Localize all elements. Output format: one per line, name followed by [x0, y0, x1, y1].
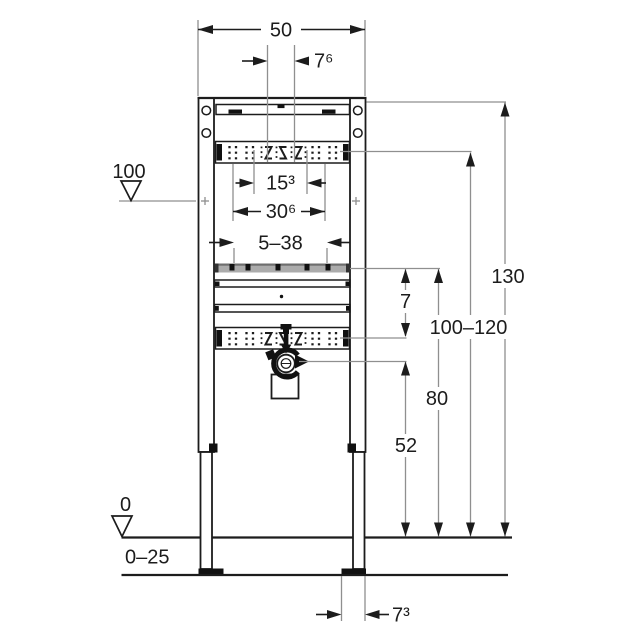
left-rail — [197, 97, 215, 453]
dim-connection-height: 52 — [390, 361, 422, 537]
left-foot — [198, 568, 224, 576]
dim-support-rail-height: 80 — [421, 269, 453, 537]
dim-adjustment-range: 5–38 — [209, 233, 350, 255]
level-marker-100: 100 — [112, 161, 146, 203]
left-leg — [199, 451, 213, 570]
upper-mounting-rail — [214, 140, 351, 164]
dim-hole-spacing-wide: 30⁶ — [233, 201, 325, 223]
right-leg — [352, 451, 366, 570]
mounting-frame — [197, 96, 367, 576]
dim-connection-height-label: 52 — [395, 435, 417, 457]
dim-tap-hole-offset-label: 7⁶ — [314, 51, 333, 73]
dim-support-rail-height-label: 80 — [426, 388, 448, 410]
dim-frame-width: 50 — [198, 20, 365, 42]
right-leg-clamp — [347, 443, 356, 453]
dim-frame-width-label: 50 — [270, 20, 292, 42]
level-triangle-icon — [110, 515, 134, 539]
dim-foot-width-label: 7³ — [392, 605, 410, 627]
dim-frame-height: 130 — [488, 102, 528, 537]
floor-lines — [121, 536, 512, 577]
level-triangle-icon — [119, 180, 143, 203]
dim-hole-spacing-narrow-label: 15³ — [266, 173, 295, 195]
dim-hole-spacing-wide-label: 30⁶ — [266, 201, 296, 223]
dim-hole-spacing-narrow: 15³ — [235, 173, 326, 195]
left-leg-clamp — [209, 443, 218, 453]
dim-mounting-height-range: 100–120 — [426, 152, 511, 537]
cross-brace — [213, 279, 351, 313]
dim-connection-offset-label: 7 — [400, 291, 411, 313]
screw-holes — [201, 105, 363, 139]
dim-tap-hole-offset: 7⁶ — [242, 51, 333, 73]
level-0-label: 0 — [120, 494, 131, 516]
level-100-label: 100 — [112, 161, 145, 183]
dim-foot-width: 7³ — [316, 605, 410, 627]
dim-frame-height-label: 130 — [491, 266, 524, 288]
water-connection — [265, 347, 309, 380]
floor-buildup-label: 0–25 — [125, 547, 170, 569]
level-marker-0: 0 — [110, 494, 134, 539]
dim-mounting-height-range-label: 100–120 — [430, 317, 508, 339]
dim-connection-offset: 7 — [396, 269, 415, 337]
right-foot — [341, 568, 366, 576]
support-rail — [214, 263, 350, 273]
top-crossbar — [215, 103, 351, 116]
dim-adjustment-range-label: 5–38 — [258, 233, 303, 255]
